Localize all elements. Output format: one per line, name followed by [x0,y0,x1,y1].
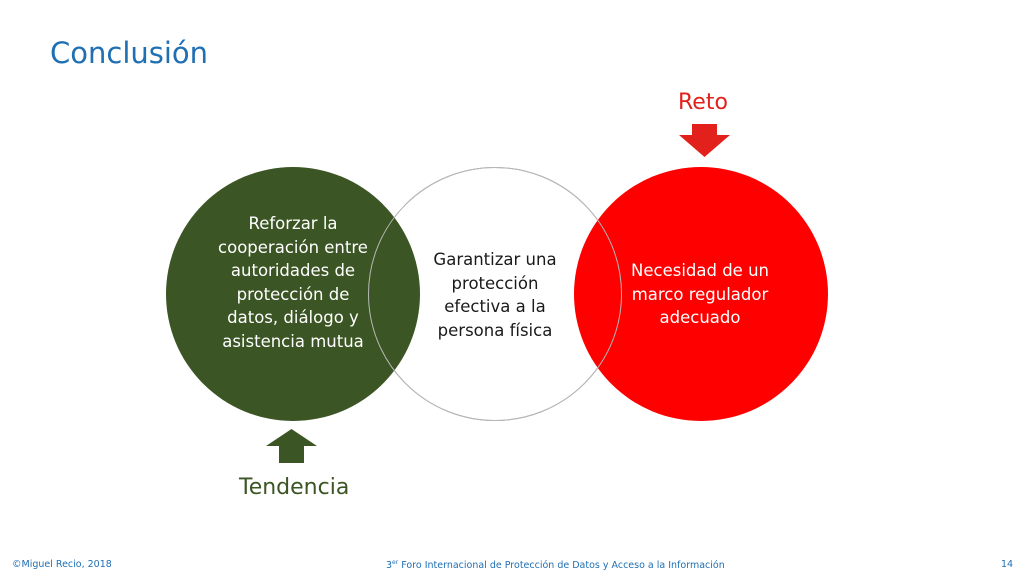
footer-author: ©Miguel Recio, 2018 [12,559,112,570]
footer-event-name: Foro Internacional de Protección de Dato… [398,560,725,572]
tendencia-label: Tendencia [239,475,350,500]
footer-event-ordinal: er [392,559,399,566]
footer-event: 3er Foro Internacional de Protección de … [386,559,725,571]
arrow-up-icon [266,429,317,463]
reto-label: Reto [678,90,728,115]
right-circle-text: Necesidad de un marco regulador adecuado [631,261,769,327]
page-number: 14 [1001,559,1014,570]
left-circle-text: Reforzar la cooperación entre autoridade… [218,214,368,351]
slide-title: Conclusión [50,36,209,70]
footer-event-number: 3 [386,560,393,572]
center-circle-text: Garantizar una protección efectiva a la … [433,250,557,340]
arrow-down-icon [679,124,730,157]
right-circle [574,167,828,421]
left-circle [166,167,420,421]
